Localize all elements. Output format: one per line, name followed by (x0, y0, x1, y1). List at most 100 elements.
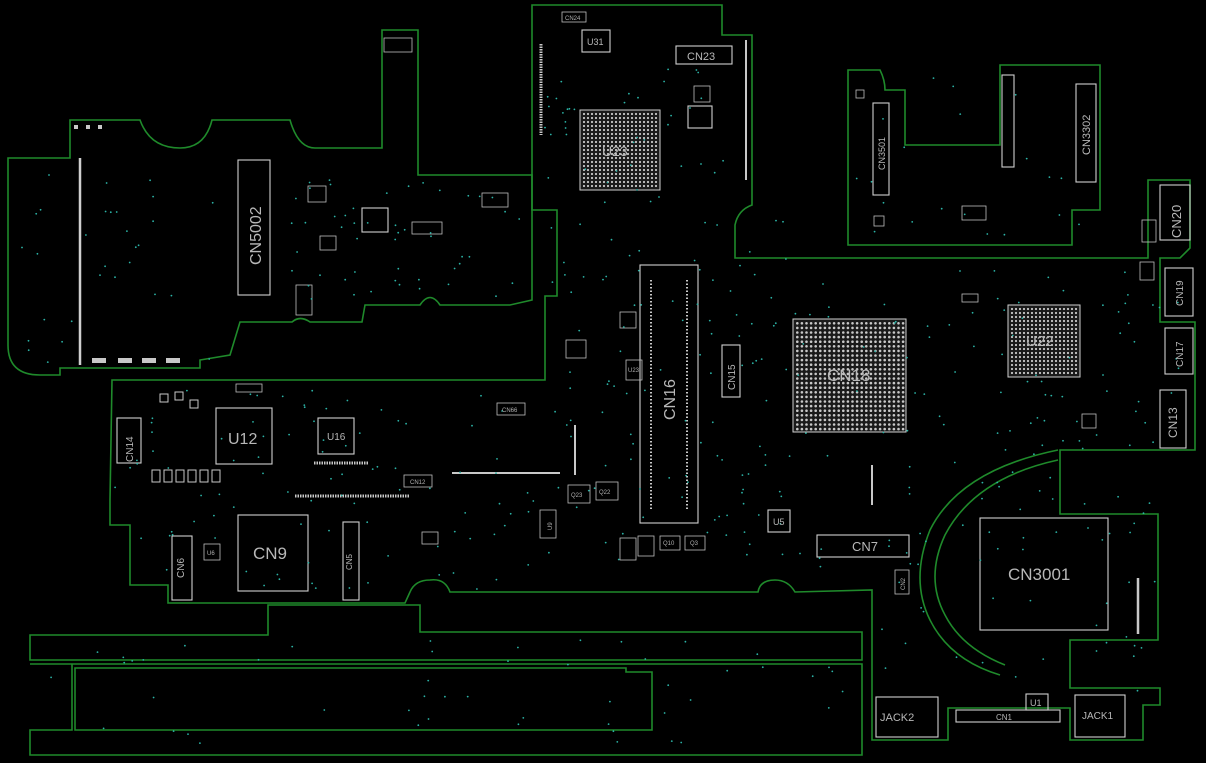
bga-pin (610, 140, 614, 144)
bga-pin (634, 156, 638, 160)
bga-pin (814, 414, 817, 417)
bga-pin (837, 404, 840, 408)
bga-pin (874, 363, 877, 367)
via (708, 319, 711, 322)
bga-pin (1026, 355, 1030, 359)
bga-pin (614, 140, 618, 144)
bga-pin (888, 409, 891, 413)
bga-pin (630, 160, 634, 164)
bga-pin (809, 418, 813, 422)
bga-pin (594, 184, 598, 188)
bga-pin (892, 414, 896, 417)
bga-pin (842, 418, 845, 422)
via (629, 433, 632, 436)
bga-pin (1066, 371, 1070, 375)
bga-pin (865, 322, 868, 325)
via (908, 465, 911, 468)
bga-pin (842, 354, 845, 357)
via (953, 461, 956, 464)
bga-pin (892, 372, 896, 376)
via (551, 281, 554, 283)
via (738, 335, 741, 337)
via (739, 264, 741, 267)
bga-pin (819, 354, 822, 357)
bga-pin (901, 418, 905, 422)
bga-pin (846, 322, 850, 325)
bga-pin (888, 427, 891, 431)
bga-pin (837, 345, 840, 348)
bga-pin (654, 172, 658, 176)
label-u6: U6 (207, 551, 215, 557)
bga-pin (814, 345, 817, 348)
bga-pin (598, 120, 602, 124)
via (1060, 177, 1063, 180)
bga-pin (800, 363, 804, 367)
bga-pin (892, 377, 896, 380)
bga-pin (851, 326, 854, 330)
via (604, 541, 607, 544)
via (546, 95, 549, 98)
bga-pin (642, 180, 646, 184)
bga-pin (851, 395, 854, 399)
via (1011, 334, 1014, 337)
via (447, 283, 450, 286)
bga-pin (805, 372, 808, 376)
bga-pin (851, 391, 854, 394)
via (303, 406, 306, 409)
via (1127, 294, 1129, 296)
bga-pin (888, 345, 891, 348)
bga-pin (1038, 347, 1042, 351)
via (1055, 531, 1058, 533)
via (721, 459, 723, 461)
bga-pin (1066, 331, 1070, 335)
bga-pin (622, 132, 626, 136)
label-cn3001: CN3001 (1008, 565, 1070, 584)
bga-pin (809, 404, 813, 408)
bga-pin (614, 156, 618, 160)
bga-pin (606, 120, 610, 124)
bga-pin (630, 168, 634, 172)
bga-pin (1074, 339, 1078, 343)
bga-pin (855, 377, 859, 380)
bga-pin (1062, 311, 1066, 315)
via (567, 663, 569, 666)
bga-pin (586, 160, 590, 164)
bga-pin (897, 358, 900, 362)
bga-pin (1014, 323, 1018, 327)
via (213, 514, 215, 517)
via (1105, 641, 1108, 644)
bga-pin (855, 381, 859, 385)
via (735, 314, 738, 316)
bga-pin (819, 331, 822, 334)
bga-pin (586, 136, 590, 140)
via (353, 502, 356, 505)
bga-pin (878, 335, 882, 339)
bga-pin (874, 409, 877, 413)
bga-pin (855, 423, 859, 426)
bga-pin (1030, 359, 1034, 363)
bga-pin (594, 112, 598, 116)
bga-pin (805, 377, 808, 380)
bga-pin (796, 409, 799, 413)
bga-pin (614, 144, 618, 148)
bga-pin (800, 349, 804, 353)
bga-pin (610, 156, 614, 160)
bga-pin (897, 331, 900, 334)
bga-pin (837, 340, 840, 344)
bga-pin (832, 358, 836, 362)
bga-pin (1018, 307, 1022, 311)
via (637, 269, 640, 272)
bga-pin (800, 404, 804, 408)
bga-pin (618, 160, 622, 164)
via (570, 435, 572, 438)
bga-pin (901, 381, 905, 385)
bga-pin (1062, 339, 1066, 343)
bga-pin (618, 124, 622, 128)
via (827, 315, 830, 318)
via (809, 313, 811, 316)
bga-pin (598, 116, 602, 120)
bga-pin (630, 112, 634, 116)
bga-pin (1042, 319, 1046, 323)
bga-pin (1050, 323, 1054, 327)
bga-pin (1026, 363, 1030, 367)
